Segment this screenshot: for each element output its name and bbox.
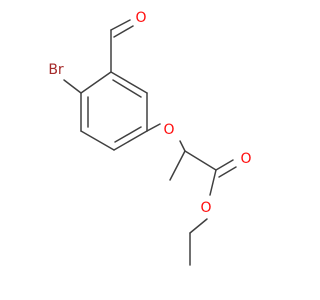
carbonyl-bond xyxy=(215,159,234,171)
ring-bond-6 xyxy=(80,71,112,94)
aldehyde-oxygen-label: O xyxy=(135,10,146,26)
ring-bond-3-inner xyxy=(114,126,142,143)
ring-bond-4 xyxy=(80,130,115,151)
carbonyl-oxygen-label: O xyxy=(240,151,251,167)
ether-bond-2 xyxy=(179,140,186,152)
ether-bond-1 xyxy=(146,123,161,132)
bromine-label: Br xyxy=(48,62,64,78)
aldehyde-co-bond xyxy=(110,19,131,31)
aldehyde-co-bond-2 xyxy=(113,25,134,38)
carbonyl-bond-2 xyxy=(218,166,237,178)
ester-oxygen-label: O xyxy=(200,200,211,216)
ring-bond-1 xyxy=(110,71,148,94)
chain-bond xyxy=(184,150,217,171)
ester-o-c-bond xyxy=(189,218,208,234)
molecule-structure-diagram: Br O O O O xyxy=(48,10,252,266)
ester-c-o-bond xyxy=(209,169,217,196)
ring-bond-1-inner xyxy=(112,79,142,98)
br-bond xyxy=(63,79,82,94)
ring-bond-3 xyxy=(113,130,148,151)
ether-oxygen-label: O xyxy=(163,122,174,138)
methyl-bond xyxy=(169,150,186,181)
